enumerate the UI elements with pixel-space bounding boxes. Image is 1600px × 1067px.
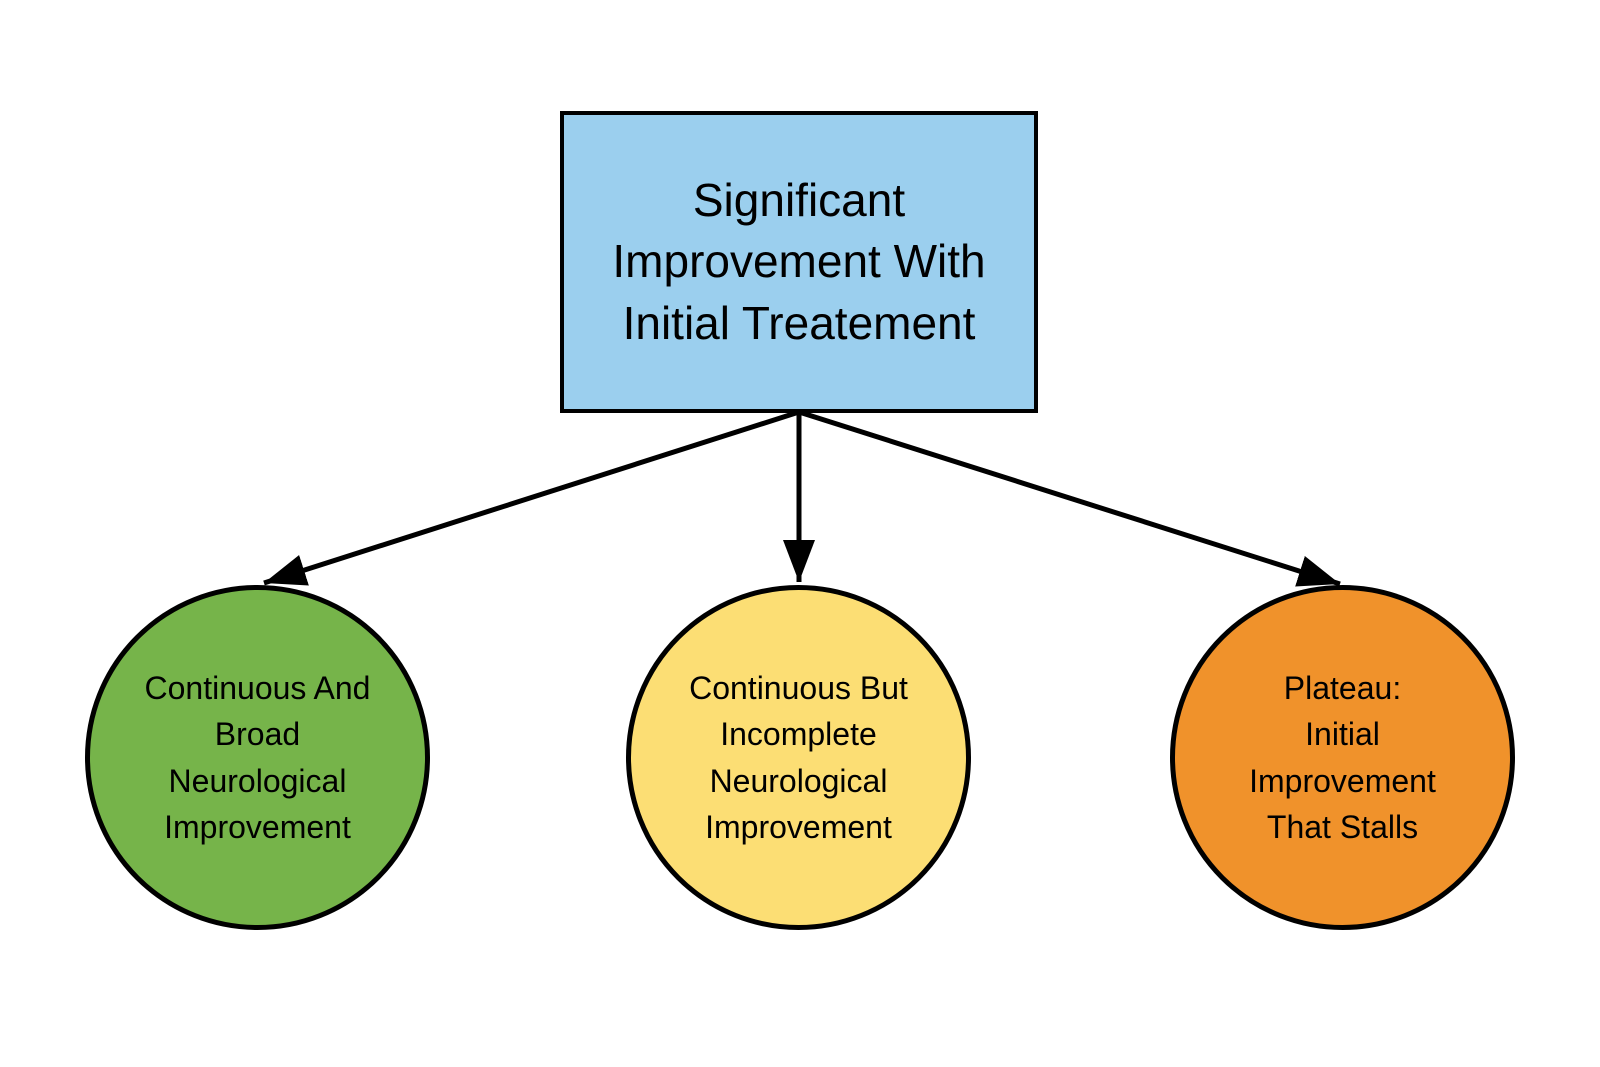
- node-label-continuous-incomplete: Continuous But Incomplete Neurological I…: [689, 669, 908, 845]
- node-continuous-broad-improvement: Continuous And Broad Neurological Improv…: [85, 585, 430, 930]
- arrow-to-right-circle: [798, 409, 1341, 587]
- node-label-plateau-stalls: Plateau: Initial Improvement That Stalls: [1249, 669, 1436, 845]
- arrow-to-left-circle: [263, 409, 800, 586]
- root-node-label: Significant Improvement With Initial Tre…: [612, 174, 986, 349]
- node-continuous-incomplete-improvement: Continuous But Incomplete Neurological I…: [626, 585, 971, 930]
- node-label-continuous-broad: Continuous And Broad Neurological Improv…: [144, 669, 371, 845]
- root-node-significant-improvement: Significant Improvement With Initial Tre…: [560, 111, 1038, 413]
- node-plateau-improvement-stalls: Plateau: Initial Improvement That Stalls: [1170, 585, 1515, 930]
